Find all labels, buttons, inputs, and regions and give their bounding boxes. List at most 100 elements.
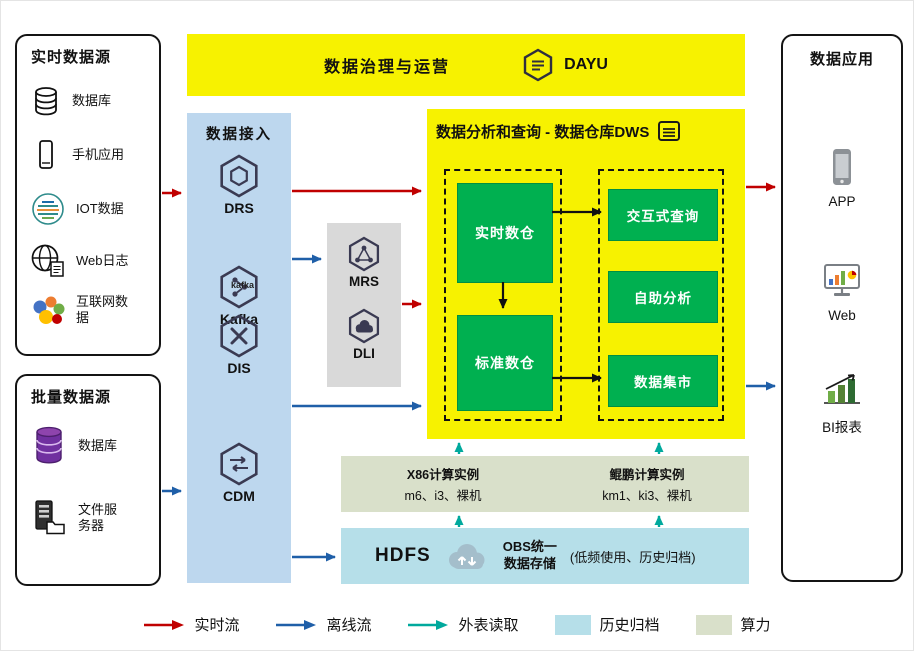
legend-label: 算力 bbox=[740, 617, 771, 634]
legend-label: 外表读取 bbox=[458, 617, 519, 634]
batch-sources-box: 批量数据源 数据库 文件服务器 bbox=[15, 374, 161, 586]
web-monitor-icon bbox=[824, 264, 860, 296]
governance-bar: 数据治理与运营 DAYU bbox=[187, 34, 745, 96]
legend-label: 历史归档 bbox=[599, 617, 660, 634]
source-item-label: 互联网数据 bbox=[76, 293, 129, 325]
app-item-app: APP bbox=[783, 146, 901, 209]
service-mrs: MRS bbox=[327, 235, 401, 289]
legend-label: 实时流 bbox=[194, 617, 240, 634]
dli-icon bbox=[348, 308, 380, 344]
legend-external-read: 外表读取 bbox=[407, 614, 519, 635]
app-item-bi: BI报表 bbox=[783, 368, 901, 436]
compute-x86-title: X86计算实例 bbox=[406, 468, 480, 482]
ingestion-column: 数据接入 DRS kafka Kafka DIS bbox=[187, 113, 291, 583]
compute-kunpeng-title: 鲲鹏计算实例 bbox=[609, 468, 685, 482]
governance-title: 数据治理与运营 bbox=[324, 59, 451, 76]
service-label: DLI bbox=[353, 346, 375, 361]
applications-box: 数据应用 APP Web bbox=[781, 34, 903, 582]
source-item-label: 文件服务器 bbox=[78, 501, 118, 533]
service-label: DRS bbox=[224, 200, 254, 216]
obs-cloud-icon bbox=[448, 544, 485, 569]
service-label: CDM bbox=[223, 488, 255, 504]
database-stack-icon bbox=[36, 426, 62, 464]
source-item-fileserver: 文件服务器 bbox=[29, 498, 157, 538]
block-interactive-query: 交互式查询 bbox=[608, 189, 718, 241]
warehouse-icon bbox=[658, 121, 681, 141]
app-phone-icon bbox=[833, 149, 851, 185]
dws-title-row: 数据分析和查询 - 数据仓库DWS bbox=[427, 109, 745, 144]
legend-archive: 历史归档 bbox=[554, 614, 660, 635]
compute-x86: X86计算实例 m6、i3、裸机 bbox=[341, 464, 545, 504]
legend: 实时流 离线流 外表读取 历史归档 算力 bbox=[1, 614, 913, 635]
dws-title: 数据分析和查询 - 数据仓库DWS bbox=[436, 123, 650, 141]
obs-note: (低频使用、历史归档) bbox=[569, 549, 696, 565]
source-item-batch-db: 数据库 bbox=[29, 424, 157, 468]
globe-log-icon bbox=[31, 244, 64, 277]
source-item-label: IOT数据 bbox=[76, 200, 124, 216]
teal-arrow-icon bbox=[408, 619, 449, 630]
compute-kunpeng: 鲲鹏计算实例 km1、ki3、裸机 bbox=[545, 464, 749, 504]
dis-icon bbox=[220, 314, 258, 358]
bi-chart-icon bbox=[824, 374, 860, 404]
phone-icon bbox=[39, 140, 53, 169]
source-item-label: 手机应用 bbox=[72, 146, 125, 162]
realtime-sources-title: 实时数据源 bbox=[31, 49, 112, 66]
dws-analysis-group: 交互式查询 自助分析 数据集市 bbox=[598, 169, 724, 421]
batch-sources-title: 批量数据源 bbox=[31, 389, 112, 406]
source-item-iot: IOT数据 bbox=[29, 190, 157, 228]
legend-compute: 算力 bbox=[695, 614, 771, 635]
drs-icon bbox=[220, 154, 258, 198]
obs-line2: 数据存储 bbox=[503, 556, 556, 571]
kafka-wordmark: kafka bbox=[231, 280, 255, 290]
legend-offline-flow: 离线流 bbox=[275, 614, 371, 635]
internet-data-icon bbox=[33, 296, 65, 324]
app-item-label: BI报表 bbox=[822, 420, 862, 435]
app-item-web: Web bbox=[783, 260, 901, 323]
kafka-icon bbox=[220, 265, 258, 309]
cdm-icon bbox=[220, 442, 258, 486]
storage-bar: HDFS OBS统一 数据存储 (低频使用、历史归档) bbox=[341, 528, 749, 584]
block-data-mart: 数据集市 bbox=[608, 355, 718, 407]
dws-warehouse-group: 实时数仓 标准数仓 bbox=[444, 169, 562, 421]
service-dis: DIS bbox=[187, 313, 291, 376]
file-server-icon bbox=[35, 500, 65, 535]
service-dli: DLI bbox=[327, 307, 401, 361]
service-label: MRS bbox=[349, 274, 379, 289]
compute-bar: X86计算实例 m6、i3、裸机 鲲鹏计算实例 km1、ki3、裸机 bbox=[341, 456, 749, 512]
mrs-icon bbox=[348, 236, 380, 272]
dws-panel: 数据分析和查询 - 数据仓库DWS 实时数仓 标准数仓 交互式查询 自助分析 数… bbox=[427, 109, 745, 439]
realtime-sources-box: 实时数据源 数据库 手机应用 I bbox=[15, 34, 161, 356]
source-item-weblog: Web日志 bbox=[29, 242, 157, 280]
obs-title: OBS统一 数据存储 bbox=[503, 539, 557, 573]
source-item-database: 数据库 bbox=[29, 84, 157, 118]
source-item-internet: 互联网数据 bbox=[29, 291, 157, 329]
block-self-analysis: 自助分析 bbox=[608, 271, 718, 323]
compute-swatch bbox=[695, 614, 732, 635]
legend-label: 离线流 bbox=[326, 617, 372, 634]
source-item-label: 数据库 bbox=[72, 92, 112, 108]
source-item-mobile: 手机应用 bbox=[29, 138, 157, 172]
source-item-label: Web日志 bbox=[76, 252, 129, 268]
legend-realtime-flow: 实时流 bbox=[143, 614, 239, 635]
processing-panel: MRS DLI bbox=[327, 223, 401, 387]
dayu-icon bbox=[523, 48, 553, 82]
service-cdm: CDM bbox=[187, 441, 291, 504]
compute-x86-subtitle: m6、i3、裸机 bbox=[404, 489, 482, 503]
compute-kunpeng-subtitle: km1、ki3、裸机 bbox=[602, 489, 692, 503]
blue-arrow-icon bbox=[276, 619, 317, 630]
iot-icon bbox=[32, 193, 64, 225]
archive-swatch bbox=[554, 614, 591, 635]
block-standard-warehouse: 标准数仓 bbox=[457, 315, 553, 411]
ingestion-title: 数据接入 bbox=[206, 127, 272, 143]
dayu-brand: DAYU bbox=[520, 47, 608, 83]
applications-title: 数据应用 bbox=[809, 51, 874, 68]
dayu-label: DAYU bbox=[564, 56, 608, 73]
source-item-label: 数据库 bbox=[78, 437, 118, 453]
obs-line1: OBS统一 bbox=[502, 539, 557, 555]
database-icon bbox=[35, 87, 57, 116]
block-realtime-warehouse: 实时数仓 bbox=[457, 183, 553, 283]
app-item-label: APP bbox=[828, 194, 856, 209]
app-item-label: Web bbox=[828, 308, 856, 323]
service-drs: DRS bbox=[187, 153, 291, 216]
